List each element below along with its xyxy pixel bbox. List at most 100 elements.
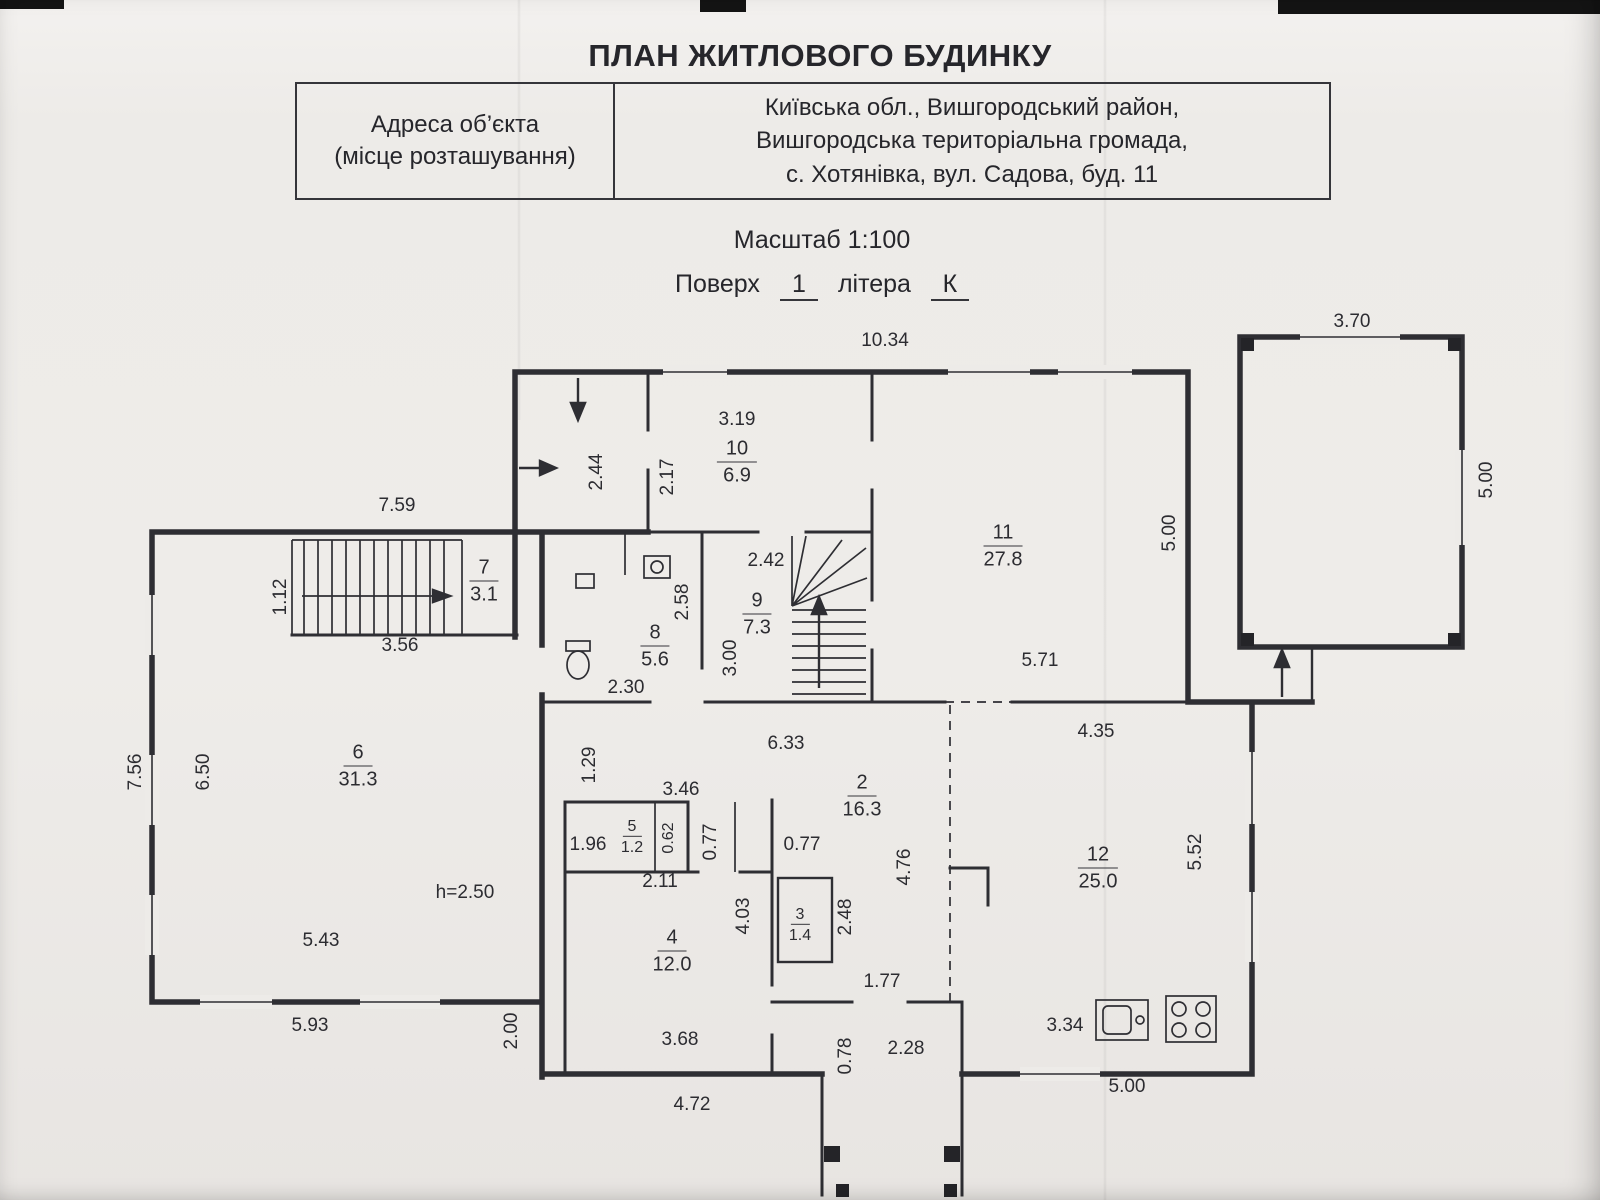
dimension-label: h=2.50 xyxy=(435,882,495,903)
page-title: ПЛАН ЖИТЛОВОГО БУДИНКУ xyxy=(588,38,1052,73)
room-label: 5 1.2 xyxy=(621,817,643,857)
floor-label: Поверх xyxy=(675,270,760,298)
room-label: 8 5.6 xyxy=(640,621,670,672)
stairs-room6 xyxy=(291,539,463,635)
room-number: 12 xyxy=(1077,843,1119,869)
detail-lines xyxy=(291,532,1012,1002)
address-value-line: с. Хотянівка, вул. Садова, буд. 11 xyxy=(785,160,1159,188)
dimension-label: 10.34 xyxy=(861,330,909,351)
dimension-label: 4.76 xyxy=(894,848,915,886)
dimension-label: 1.29 xyxy=(579,746,600,784)
room-number: 10 xyxy=(716,437,758,463)
dimension-label: 5.00 xyxy=(1159,514,1180,552)
room-number: 6 xyxy=(343,741,373,767)
room-area: 1.2 xyxy=(620,839,644,856)
letter-label: літера xyxy=(837,270,911,298)
floor-value: 1 xyxy=(779,270,818,301)
scan-artifact-bar xyxy=(700,0,746,12)
address-table: Адреса об’єкта (місце розташування) Київ… xyxy=(295,82,1331,200)
dimension-label: 3.70 xyxy=(1333,311,1371,332)
dimension-label: 1.96 xyxy=(569,834,607,855)
dimension-label: 0.78 xyxy=(835,1037,856,1075)
dimension-label: 5.52 xyxy=(1185,833,1206,871)
room-area: 16.3 xyxy=(842,798,882,821)
scan-artifact-bar xyxy=(1278,0,1600,14)
posts xyxy=(824,338,1461,1197)
dimension-label: 2.48 xyxy=(835,898,856,936)
outer-walls xyxy=(149,334,1465,1080)
toilet-icon xyxy=(565,640,591,680)
dimension-label: 2.28 xyxy=(887,1038,925,1059)
stairs-up-arrow-icon xyxy=(810,593,828,688)
dimension-label: 7.56 xyxy=(125,753,146,791)
dimension-label: 4.72 xyxy=(673,1094,711,1115)
room-area: 6.9 xyxy=(723,464,751,487)
porch-arrow-icon xyxy=(1273,646,1291,697)
dimension-label: 0.77 xyxy=(700,823,721,861)
room-area: 1.4 xyxy=(788,927,812,944)
address-value-line: Вишгородська територіальна громада, xyxy=(756,127,1188,155)
room-label: 9 7.3 xyxy=(742,589,772,640)
stove-icon xyxy=(1165,995,1217,1043)
fixtures xyxy=(565,555,1217,1043)
floor-letter-line: Поверх 1 літера К xyxy=(622,270,1022,301)
dimension-label: 5.93 xyxy=(291,1015,329,1036)
letter-value: К xyxy=(930,270,969,301)
address-value-line: Київська обл., Вишгородський район, xyxy=(764,94,1180,122)
dimension-label: 3.68 xyxy=(661,1029,699,1050)
room-area: 5.6 xyxy=(641,648,669,671)
address-value-cell: Київська обл., Вишгородський район, Вишг… xyxy=(615,84,1329,198)
room-area: 7.3 xyxy=(743,616,771,639)
room-area: 12.0 xyxy=(652,953,692,976)
dashed-partition xyxy=(945,701,1012,1002)
room-label: 10 6.9 xyxy=(716,437,758,488)
dimension-label: 5.71 xyxy=(1021,650,1059,671)
dimension-label: 3.34 xyxy=(1046,1015,1084,1036)
room-label: 4 12.0 xyxy=(653,926,692,977)
dimension-label: 2.58 xyxy=(672,583,693,621)
dimension-label: 0.77 xyxy=(783,834,821,855)
kitchen-sink-icon xyxy=(1095,999,1149,1041)
room-label: 6 31.3 xyxy=(339,741,378,792)
room-number: 9 xyxy=(742,589,772,615)
scan-artifact-bar xyxy=(0,0,64,9)
entry-arrow-down-icon xyxy=(569,378,587,424)
dimension-label: 5.00 xyxy=(1108,1076,1146,1097)
room-number: 3 xyxy=(790,905,810,925)
dimension-label: 2.11 xyxy=(642,871,678,892)
dimension-label: 2.17 xyxy=(657,458,678,496)
room-label: 2 16.3 xyxy=(843,771,882,822)
stairs6-run-arrow-icon xyxy=(302,588,454,604)
room-number: 8 xyxy=(640,621,670,647)
room-label: 3 1.4 xyxy=(789,905,811,945)
dimension-label: 4.03 xyxy=(733,897,754,935)
dimension-label: 1.12 xyxy=(270,578,291,616)
room-number: 11 xyxy=(983,521,1023,547)
washbasin-icon xyxy=(575,555,671,589)
room-number: 7 xyxy=(469,556,499,582)
dimension-label: 0.62 xyxy=(660,822,677,854)
dimension-label: 4.35 xyxy=(1077,721,1115,742)
room-number: 5 xyxy=(622,817,642,837)
room-area: 25.0 xyxy=(1078,870,1118,893)
room3-walls xyxy=(776,876,834,964)
scale-label: Масштаб 1:100 xyxy=(733,226,911,254)
address-label-line: (місце розташування) xyxy=(334,143,576,170)
dimension-label: 3.56 xyxy=(381,635,419,656)
dimension-label: 3.00 xyxy=(720,639,741,677)
dimension-label: 2.00 xyxy=(501,1012,522,1050)
dimension-label: 1.77 xyxy=(863,971,901,992)
address-label-line: Адреса об’єкта xyxy=(370,110,540,138)
dimension-label: 3.46 xyxy=(662,779,700,800)
bathroom-divider xyxy=(624,532,736,872)
room-number: 4 xyxy=(657,926,687,952)
dimension-label: 3.19 xyxy=(718,409,756,430)
room-label: 7 3.1 xyxy=(469,556,499,607)
dimension-label: 7.59 xyxy=(378,495,416,516)
room-label: 12 25.0 xyxy=(1077,843,1119,894)
dimension-label: 5.00 xyxy=(1476,461,1497,499)
porch-walls xyxy=(1250,645,1314,704)
windows xyxy=(145,330,1469,1081)
garage-outline xyxy=(1237,334,1465,650)
